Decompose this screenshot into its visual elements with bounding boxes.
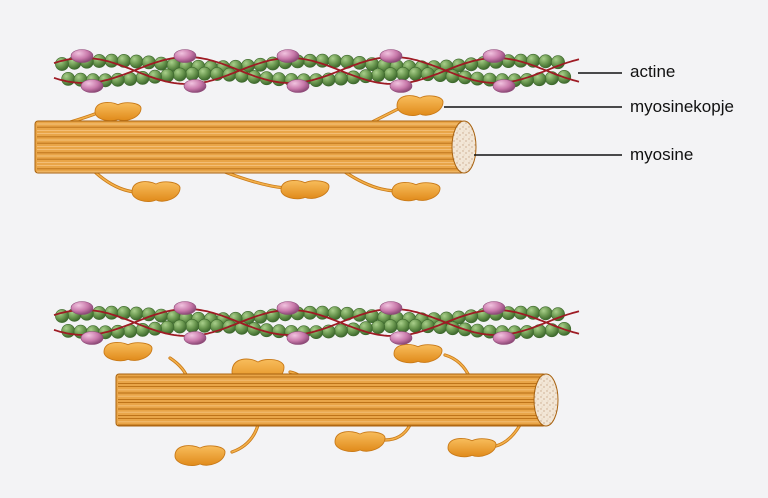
troponin bbox=[389, 331, 413, 345]
myosin-head bbox=[174, 445, 226, 467]
troponin bbox=[492, 331, 516, 345]
actin-monomer bbox=[172, 67, 187, 82]
myosin-neck bbox=[343, 170, 397, 193]
myosin-neck bbox=[93, 170, 137, 194]
actin-monomer bbox=[185, 67, 200, 81]
myosin-head bbox=[447, 438, 497, 458]
actin-filament-bottom bbox=[53, 301, 580, 345]
troponin bbox=[70, 49, 94, 63]
troponin bbox=[482, 49, 506, 63]
troponin bbox=[183, 331, 207, 345]
tropomyosin-strand bbox=[53, 56, 580, 84]
actin-monomer bbox=[272, 324, 286, 339]
troponin bbox=[286, 331, 310, 345]
troponin bbox=[379, 49, 403, 63]
myosin-neck-highlight bbox=[495, 424, 521, 447]
actin-monomer bbox=[396, 318, 410, 333]
myosin-head bbox=[334, 431, 386, 453]
myosin-head bbox=[280, 180, 330, 200]
assembly-relaxed bbox=[34, 49, 580, 203]
actin-monomer bbox=[371, 68, 386, 82]
myosin-filament-end bbox=[533, 373, 559, 427]
troponin bbox=[482, 301, 506, 315]
myosin-neck-highlight bbox=[94, 171, 136, 193]
myosin-neck-highlight bbox=[344, 171, 396, 192]
myosin-head bbox=[391, 182, 441, 202]
actin-monomer bbox=[408, 66, 423, 81]
actin-monomer bbox=[334, 71, 348, 86]
actin-monomer bbox=[334, 323, 348, 338]
actin-monomer bbox=[272, 72, 286, 87]
troponin bbox=[70, 301, 94, 315]
myosin-filament-end bbox=[451, 120, 477, 174]
myosin-head bbox=[103, 342, 153, 362]
actin-monomer bbox=[129, 54, 144, 69]
actin-monomer bbox=[129, 306, 144, 321]
actin-monomer bbox=[197, 66, 212, 81]
troponin bbox=[276, 301, 300, 315]
actin-monomer bbox=[538, 54, 553, 69]
troponin bbox=[80, 79, 104, 93]
myosin-head bbox=[94, 102, 142, 122]
troponin bbox=[379, 301, 403, 315]
actin-monomer bbox=[538, 306, 553, 321]
actin-monomer bbox=[396, 66, 410, 81]
actin-monomer bbox=[383, 67, 398, 82]
troponin bbox=[492, 79, 516, 93]
actin-monomer bbox=[383, 319, 398, 334]
actin-monomer bbox=[172, 319, 187, 334]
actin-monomer bbox=[470, 71, 485, 86]
tropomyosin-strand bbox=[53, 308, 580, 336]
myosin-head bbox=[131, 181, 181, 203]
troponin bbox=[173, 49, 197, 63]
label-actin: actine bbox=[630, 62, 676, 81]
actin-filament-top bbox=[53, 49, 580, 93]
myosin-filament-top bbox=[34, 120, 477, 174]
troponin bbox=[276, 49, 300, 63]
actin-monomer bbox=[185, 318, 200, 333]
actin-monomer bbox=[470, 323, 485, 338]
myosin-filament-bottom bbox=[115, 373, 559, 427]
actin-monomer bbox=[371, 320, 386, 334]
troponin bbox=[389, 79, 413, 93]
troponin bbox=[173, 301, 197, 315]
actin-monomer bbox=[408, 318, 423, 333]
troponin bbox=[286, 79, 310, 93]
myosin-head bbox=[393, 344, 443, 364]
myosin-head bbox=[396, 95, 444, 117]
actin-monomer bbox=[197, 318, 212, 333]
myosin-neck bbox=[494, 423, 522, 448]
myosin-neck-highlight bbox=[231, 424, 259, 453]
myosin-neck-highlight bbox=[384, 424, 411, 441]
myosin-neck bbox=[230, 423, 260, 454]
label-myosin: myosine bbox=[630, 145, 694, 164]
troponin bbox=[183, 79, 207, 93]
actin-monomer bbox=[61, 72, 76, 86]
actin-monomer bbox=[61, 323, 76, 338]
label-myosin-head: myosinekopje bbox=[630, 97, 734, 116]
myosin-neck bbox=[223, 170, 287, 190]
troponin bbox=[80, 331, 104, 345]
assembly-contracted bbox=[53, 301, 580, 467]
